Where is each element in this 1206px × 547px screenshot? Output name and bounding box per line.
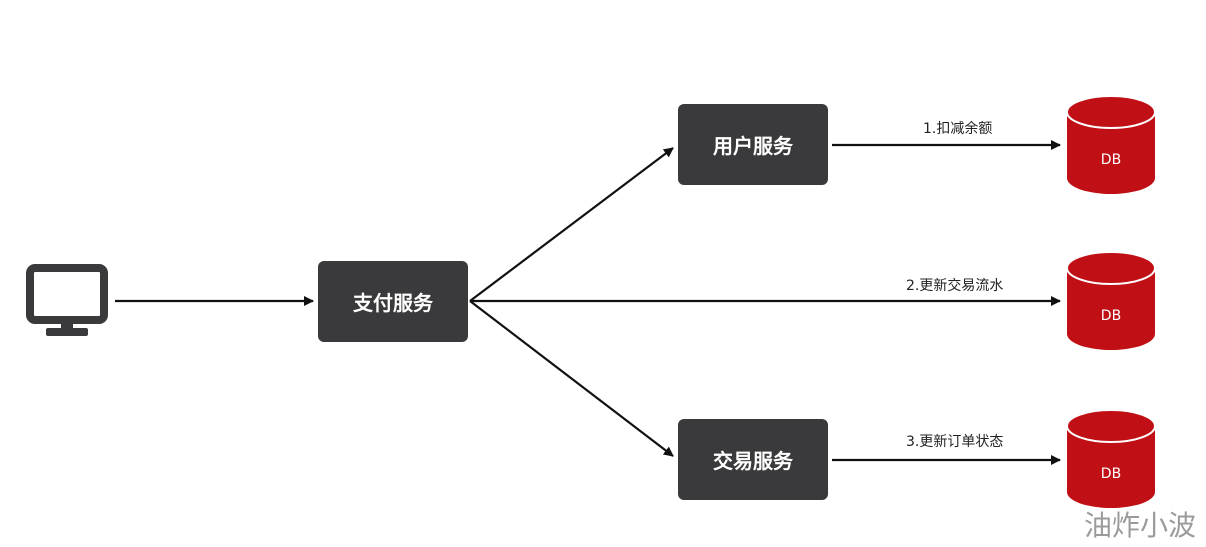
edge-pay-to-user [469,147,674,302]
edge-label-update-trade-flow: 2.更新交易流水 [906,277,1003,294]
db3-label: DB [1101,466,1121,482]
database-2: DB [1066,251,1156,350]
db1-label: DB [1101,152,1121,168]
pay-service-label: 支付服务 [353,291,434,315]
pay-service-node: 支付服务 [318,261,468,342]
monitor-icon [26,264,108,336]
trade-service-node: 交易服务 [678,419,828,500]
db2-label: DB [1101,308,1121,324]
edge-label-update-order-status: 3.更新订单状态 [906,434,1003,450]
edge-pay-to-trade [469,300,674,457]
trade-service-label: 交易服务 [713,449,794,473]
edge-label-deduct-balance: 1.扣减余额 [923,120,992,137]
user-service-label: 用户服务 [713,134,794,158]
watermark: 油炸小波 [1084,509,1196,542]
database-1: DB [1066,95,1156,194]
database-3: DB [1066,409,1156,508]
user-service-node: 用户服务 [678,104,828,185]
